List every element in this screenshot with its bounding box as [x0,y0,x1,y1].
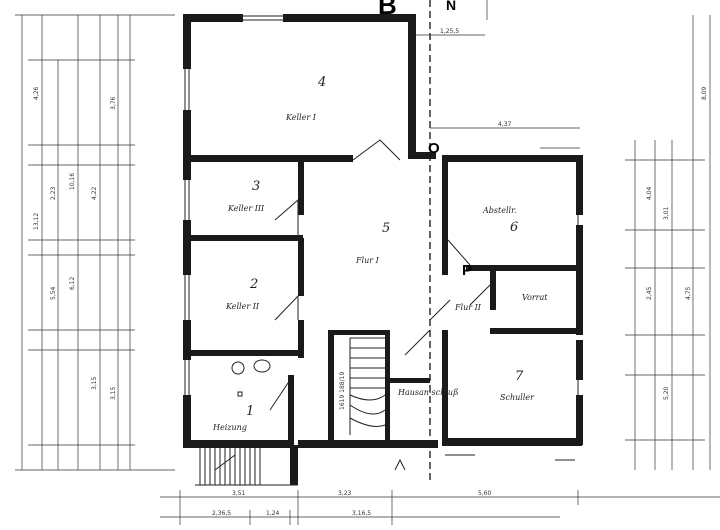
dim-bottom2-2: 1,24 [266,510,280,517]
marker-n: N [446,0,456,13]
svg-text:1619 188/19: 1619 188/19 [339,372,346,410]
room-number-3: 3 [252,179,260,194]
dim-bottom2-1: 2,36,5 [212,510,231,517]
svg-text:4,22: 4,22 [91,186,98,200]
dim-bottom-2: 3,23 [338,490,352,497]
right-dimension-chains: 4,04 2,45 3,01 5,20 4,75 8,09 [625,15,711,470]
svg-text:3,15: 3,15 [110,386,117,400]
svg-text:2,23: 2,23 [50,186,57,200]
svg-text:2,45: 2,45 [646,286,653,300]
room-number-5: 5 [382,221,390,236]
dim-top-2: 4,37 [498,121,512,128]
room-label-flur-2: Flur II [454,303,482,312]
room-label-hausanschluss: Hausan-schluß [397,388,458,397]
room-number-2: 2 [249,277,258,292]
svg-text:8,09: 8,09 [701,86,708,100]
svg-text:4,75: 4,75 [685,286,692,300]
room-numbers: 4 3 2 1 5 6 7 [246,75,524,419]
room-label-keller-3: Keller III [227,204,265,213]
room-number-4: 4 [317,75,326,90]
bathroom-fixtures [231,359,271,397]
top-right-dimensions: 1,25,5 4,37 [415,0,580,149]
room-label-abstellr: Abstellr. [482,206,517,215]
room-number-7: 7 [515,369,524,384]
dim-top-1: 1,25,5 [440,28,459,35]
room-label-flur-1: Flur I [355,256,380,265]
room-number-1: 1 [246,404,254,419]
marker-p: P [462,262,472,279]
bottom-dimension-chains: 3,51 3,23 5,60 2,36,5 1,24 3,16,5 [160,490,720,525]
room-labels: Keller I Keller III Keller II Heizung Fl… [212,113,548,432]
svg-text:4,04: 4,04 [646,186,653,200]
exterior-steps [195,448,298,486]
room-label-keller-2: Keller II [225,302,260,311]
room-number-6: 6 [510,220,518,235]
windows [184,15,579,395]
dim-bottom-1: 3,51 [232,490,246,497]
walls [183,14,583,485]
dim-bottom-3: 5,60 [478,490,492,497]
door-swings [269,139,491,411]
svg-text:3,76: 3,76 [110,96,117,110]
svg-text:4,26: 4,26 [33,86,40,100]
left-dimension-chains: 4,26 13,12 2,23 5,54 10,16 6,12 4,22 3,1… [15,14,175,471]
annotation-markers: B N O P [378,0,472,279]
staircase: 1619 188/19 [339,337,386,435]
svg-text:5,54: 5,54 [50,286,57,300]
svg-text:5,20: 5,20 [663,386,670,400]
dim-bottom2-3: 3,16,5 [352,510,371,517]
svg-text:6,12: 6,12 [69,276,76,290]
svg-text:10,16: 10,16 [69,173,76,190]
room-label-vorrat: Vorrat [522,293,548,302]
svg-text:13,12: 13,12 [33,213,40,230]
room-label-schuller: Schuller [500,393,535,402]
room-label-keller-1: Keller I [285,113,317,122]
section-marks [394,454,575,471]
svg-text:3,15: 3,15 [91,376,98,390]
marker-o: O [428,140,440,157]
room-label-heizung: Heizung [212,423,247,432]
svg-text:3,01: 3,01 [663,206,670,220]
marker-b: B [378,0,397,20]
